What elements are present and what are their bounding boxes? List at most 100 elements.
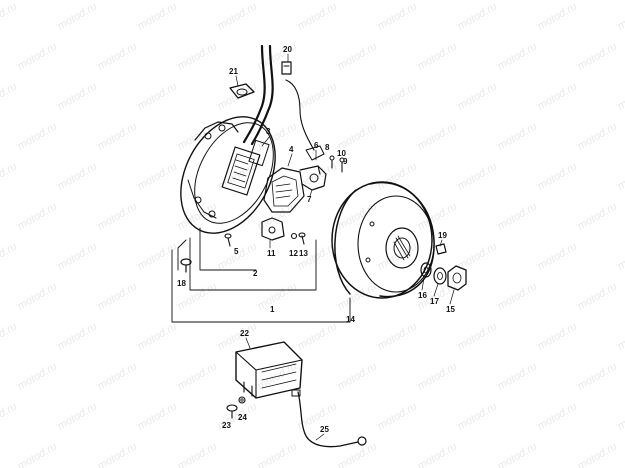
watermark-text: motod.ru (0, 400, 19, 432)
regulator-wire-25 (291, 389, 367, 448)
screw-18 (180, 258, 192, 273)
callout-19: 19 (438, 231, 447, 240)
leader-lines (235, 53, 455, 441)
watermark-text: motod.ru (16, 200, 60, 232)
callout-4: 4 (289, 145, 294, 154)
watermark-text: motod.ru (576, 200, 620, 232)
watermark-text: motod.ru (496, 440, 540, 468)
watermark-text: motod.ru (576, 440, 620, 468)
watermark-text: motod.ru (496, 280, 540, 312)
watermark-text: motod.ru (96, 200, 140, 232)
watermark-text: motod.ru (0, 320, 19, 352)
watermark-text: motod.ru (136, 320, 180, 352)
screw-5 (224, 233, 232, 247)
watermark-text: motod.ru (136, 160, 180, 192)
watermark-text: motod.ru (336, 40, 380, 72)
watermark-text: motod.ru (416, 360, 460, 392)
watermark-text: motod.ru (496, 360, 540, 392)
watermark-text: motod.ru (296, 80, 340, 112)
watermark-text: motod.ru (216, 240, 260, 272)
watermark-text: motod.ru (616, 320, 625, 352)
regulator-unit (235, 341, 303, 399)
watermark-text: motod.ru (0, 240, 19, 272)
callout-6: 6 (314, 141, 319, 150)
callout-12: 12 (289, 249, 298, 258)
screw-9-10 (329, 155, 345, 173)
watermark-text: motod.ru (456, 80, 500, 112)
nut-15 (447, 265, 467, 291)
watermark-text: motod.ru (0, 160, 19, 192)
watermark-text: motod.ru (176, 440, 220, 468)
watermark-text: motod.ru (376, 320, 420, 352)
watermark-text: motod.ru (56, 240, 100, 272)
watermark-text: motod.ru (136, 400, 180, 432)
watermark-text: motod.ru (496, 40, 540, 72)
watermark-text: motod.ru (336, 360, 380, 392)
watermark-text: motod.ru (576, 120, 620, 152)
watermark-text: motod.ru (96, 40, 140, 72)
watermark-text: motod.ru (616, 400, 625, 432)
callout-25: 25 (320, 425, 329, 434)
watermark-text: motod.ru (376, 160, 420, 192)
watermark-text: motod.ru (0, 0, 19, 32)
watermark-text: motod.ru (376, 0, 420, 32)
watermark-text: motod.ru (536, 240, 580, 272)
bolt-23-24 (226, 396, 246, 419)
callout-3: 3 (266, 127, 271, 136)
watermark-text: motod.ru (56, 320, 100, 352)
watermark-text: motod.ru (496, 200, 540, 232)
callout-5: 5 (234, 247, 239, 256)
callout-23: 23 (222, 421, 231, 430)
watermark-text: motod.ru (176, 40, 220, 72)
callout-22: 22 (240, 329, 249, 338)
watermark-text: motod.ru (536, 400, 580, 432)
watermark-text: motod.ru (296, 320, 340, 352)
watermark-text: motod.ru (616, 160, 625, 192)
watermark-text: motod.ru (136, 0, 180, 32)
callout-14: 14 (346, 315, 355, 324)
watermark-text: motod.ru (216, 0, 260, 32)
watermark-text: motod.ru (616, 240, 625, 272)
callout-1: 1 (270, 305, 275, 314)
watermark-text: motod.ru (536, 80, 580, 112)
watermark-text: motod.ru (576, 280, 620, 312)
watermark-text: motod.ru (16, 40, 60, 72)
callout-15: 15 (446, 305, 455, 314)
watermark-text: motod.ru (576, 40, 620, 72)
wire-harness (242, 44, 325, 161)
washer-16 (420, 262, 432, 278)
watermark-text: motod.ru (96, 280, 140, 312)
watermark-text: motod.ru (536, 160, 580, 192)
watermark-text: motod.ru (16, 360, 60, 392)
watermark-text: motod.ru (336, 440, 380, 468)
callout-2: 2 (253, 269, 258, 278)
watermark-text: motod.ru (416, 120, 460, 152)
callout-20: 20 (283, 45, 292, 54)
watermark-text: motod.ru (456, 0, 500, 32)
watermark-text: motod.ru (0, 80, 19, 112)
watermark-text: motod.ru (456, 400, 500, 432)
screw-12 (290, 232, 298, 240)
key-19 (435, 243, 447, 255)
reference-lines (171, 227, 351, 323)
watermark-text: motod.ru (96, 120, 140, 152)
watermark-text: motod.ru (456, 320, 500, 352)
watermark-text: motod.ru (416, 440, 460, 468)
watermark-text: motod.ru (136, 80, 180, 112)
washer-17 (433, 267, 447, 285)
pulser-coil-assembly (261, 165, 327, 241)
callout-8: 8 (325, 143, 330, 152)
watermark-text: motod.ru (16, 280, 60, 312)
watermark-text: motod.ru (216, 320, 260, 352)
watermark-text: motod.ru (16, 120, 60, 152)
watermark-text: motod.ru (496, 120, 540, 152)
callout-24: 24 (238, 413, 247, 422)
watermark-text: motod.ru (536, 0, 580, 32)
watermark-text: motod.ru (56, 80, 100, 112)
watermark-text: motod.ru (376, 400, 420, 432)
wire-clamp (281, 61, 292, 75)
callout-labels: 1 2 3 4 5 6 7 8 9 10 11 12 13 14 15 16 1… (177, 45, 455, 434)
watermark-text: motod.ru (536, 320, 580, 352)
